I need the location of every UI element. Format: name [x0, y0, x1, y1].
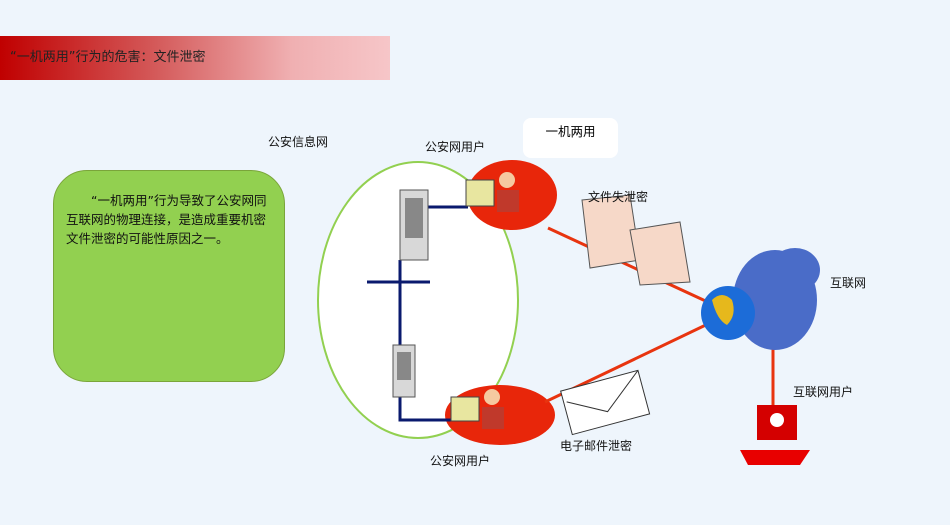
folder-icon	[581, 194, 691, 286]
police-user-bottom-label: 公安网用户	[430, 454, 491, 468]
note-box: “一机两用”行为导致了公安网同互联网的物理连接，是造成重要机密文件泄密的可能性原…	[53, 170, 285, 382]
internet-user-label: 互联网用户	[793, 385, 854, 399]
email-icon	[560, 369, 651, 436]
globe-icon	[701, 286, 755, 340]
lan-links	[367, 205, 470, 422]
email-leak-label: 电子邮件泄密	[560, 439, 633, 453]
cloud-icon	[733, 248, 820, 350]
police-network-label: 公安信息网	[268, 135, 329, 149]
internet-label: 互联网	[830, 276, 867, 290]
server-icon-bottom	[392, 344, 416, 398]
user-computer-icon-bottom	[450, 389, 504, 429]
file-leak-label: 文件失泄密	[588, 190, 649, 204]
slide-title: “一机两用”行为的危害：文件泄密	[0, 36, 390, 80]
hacker-laptop-icon	[740, 405, 810, 465]
user-computer-icon-top	[465, 172, 519, 212]
server-icon-top	[399, 189, 429, 261]
police-user-top-label: 公安网用户	[425, 140, 486, 154]
callout-bubble: 一机两用	[523, 118, 618, 158]
police-network-ellipse	[317, 161, 519, 439]
